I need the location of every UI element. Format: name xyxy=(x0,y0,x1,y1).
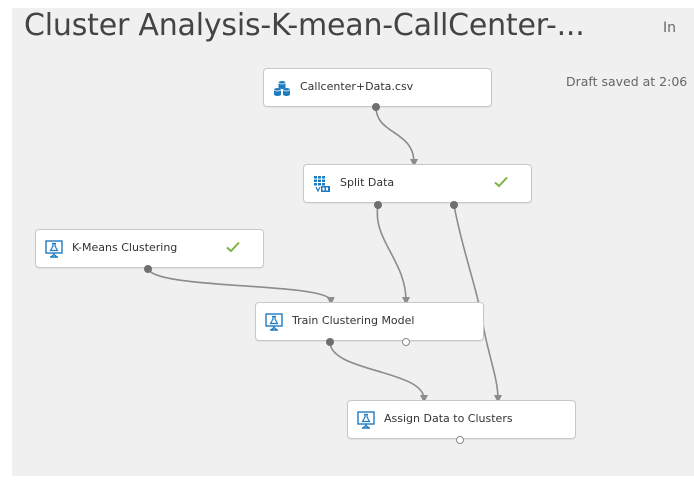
kmeans-output-port[interactable] xyxy=(144,265,152,273)
wire-train-to-assign xyxy=(329,341,428,403)
module-label: Train Clustering Model xyxy=(292,314,415,327)
draft-status: Draft saved at 2:06 xyxy=(566,74,688,89)
split-data-icon xyxy=(313,175,331,193)
flask-icon xyxy=(45,240,63,258)
module-callcenter-dataset[interactable]: Callcenter+Data.csv xyxy=(263,68,492,107)
mode-label: In xyxy=(663,20,677,36)
dataset-output-port[interactable] xyxy=(372,103,380,111)
flask-icon xyxy=(265,313,283,331)
train-output-port-2[interactable] xyxy=(402,338,410,346)
assign-output-port[interactable] xyxy=(456,436,464,444)
module-label: Assign Data to Clusters xyxy=(384,412,513,425)
module-train-clustering-model[interactable]: Train Clustering Model xyxy=(255,302,484,341)
wire-kmeans-to-train xyxy=(147,267,335,305)
split-output-port-1[interactable] xyxy=(374,201,382,209)
flask-icon xyxy=(357,411,375,429)
completed-check-icon xyxy=(493,174,509,190)
module-split-data[interactable]: Split Data xyxy=(303,164,532,203)
module-label: Callcenter+Data.csv xyxy=(300,80,414,93)
dataset-icon xyxy=(273,79,291,97)
module-kmeans-clustering[interactable]: K-Means Clustering xyxy=(35,229,264,268)
module-assign-data-to-clusters[interactable]: Assign Data to Clusters xyxy=(347,400,576,439)
module-label: Split Data xyxy=(340,176,395,189)
train-output-port-1[interactable] xyxy=(326,338,334,346)
wire-split-to-train xyxy=(376,204,410,305)
completed-check-icon xyxy=(225,239,241,255)
module-label: K-Means Clustering xyxy=(72,241,178,254)
experiment-title[interactable]: Cluster Analysis-K-mean-CallCenter-... xyxy=(24,8,585,43)
wire-dataset-to-split xyxy=(375,106,418,167)
split-output-port-2[interactable] xyxy=(450,201,458,209)
